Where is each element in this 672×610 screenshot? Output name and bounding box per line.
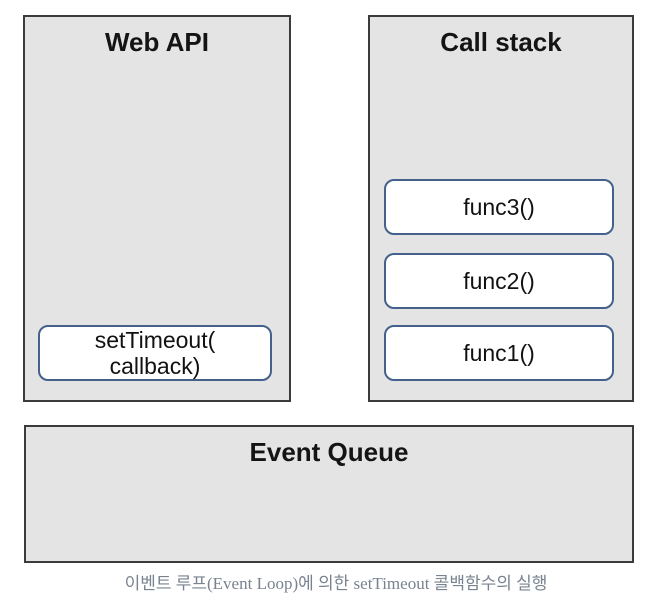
call-stack-title: Call stack <box>440 27 562 57</box>
call-stack-panel: Call stack func3() func2() func1() <box>368 15 634 402</box>
stack-frame-func2: func2() <box>384 253 614 309</box>
stack-frame-func2-label: func2() <box>463 268 535 294</box>
settimeout-node-label-line2: callback) <box>109 353 201 379</box>
diagram-caption: 이벤트 루프(Event Loop)에 의한 setTimeout 콜백함수의 … <box>124 574 548 593</box>
web-api-title: Web API <box>104 27 209 57</box>
settimeout-node: setTimeout( callback) <box>38 325 272 381</box>
stack-frame-func3-label: func3() <box>463 194 535 220</box>
stack-frame-func1: func1() <box>384 325 614 381</box>
stack-frame-func3: func3() <box>384 179 614 235</box>
stack-frame-func1-label: func1() <box>463 340 535 366</box>
event-queue-panel: Event Queue <box>24 425 634 563</box>
web-api-panel: Web API setTimeout( callback) <box>23 15 291 402</box>
event-queue-title: Event Queue <box>249 437 409 467</box>
settimeout-node-label-line1: setTimeout( <box>94 327 216 353</box>
